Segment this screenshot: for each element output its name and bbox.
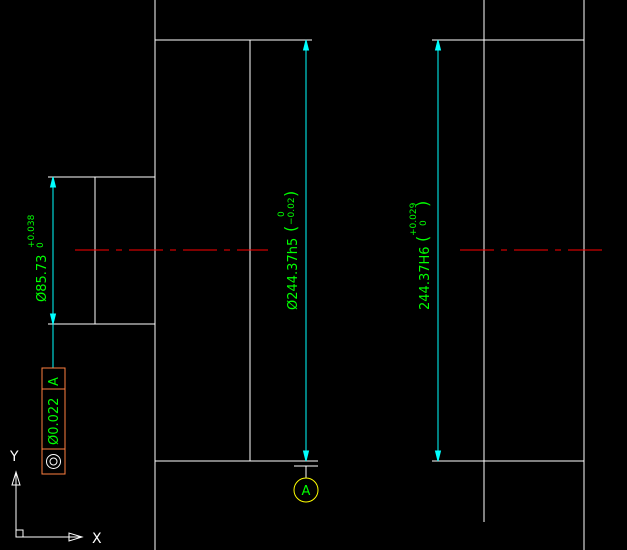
small-shaft-dim-main: Ø85.73 (35, 255, 50, 302)
small-shaft-arrow-bottom (49, 313, 57, 325)
dimension-lines (49, 39, 442, 462)
shaft-paren-open: ( (281, 226, 300, 232)
ucs-x-label: X (92, 531, 102, 547)
shaft-tol-lower: −0.02 (287, 197, 297, 225)
bore-paren-open: ( (413, 236, 432, 242)
shaft-dimension-text: Ø244.37h5 ( 0 −0.02 ) (277, 191, 301, 310)
ucs-y-arrow (11, 470, 21, 486)
bore-paren-close: ) (413, 201, 432, 207)
ucs-x-arrow (68, 532, 84, 542)
ucs-origin-box (15, 529, 24, 538)
small-shaft-tol-upper: +0.038 (27, 214, 37, 248)
fcf-datum-ref: A (47, 377, 62, 386)
shaft-arrow-top (302, 39, 310, 51)
bore-tol-upper: +0.029 (409, 202, 419, 236)
small-shaft-arrow-top (49, 176, 57, 188)
datum-symbol[interactable]: A (293, 465, 319, 503)
part-geometry (48, 0, 585, 550)
bore-tol-lower: 0 (419, 220, 429, 226)
bore-arrow-top (434, 39, 442, 51)
bore-arrow-bottom (434, 450, 442, 462)
shaft-arrow-bottom (302, 450, 310, 462)
ucs-y-label: Y (9, 449, 19, 465)
feature-control-frame[interactable]: Ø0.022 A (41, 367, 66, 475)
small-shaft-dimension-text: Ø85.73 +0.038 0 (27, 214, 50, 302)
small-shaft-tol-lower: 0 (36, 242, 46, 248)
bore-dimension-text: 244.37H6 ( +0.029 0 ) (409, 201, 433, 310)
ucs-icon (11, 470, 84, 542)
fcf-tolerance-value: Ø0.022 (47, 398, 62, 445)
shaft-tol-upper: 0 (277, 211, 287, 217)
shaft-dim-main: Ø244.37h5 (286, 238, 301, 310)
datum-label: A (302, 484, 311, 499)
bore-dim-main: 244.37H6 (418, 246, 433, 310)
shaft-paren-close: ) (281, 191, 300, 197)
fcf-border (41, 367, 66, 475)
datum-circle (293, 477, 319, 503)
concentricity-icon (46, 454, 61, 469)
